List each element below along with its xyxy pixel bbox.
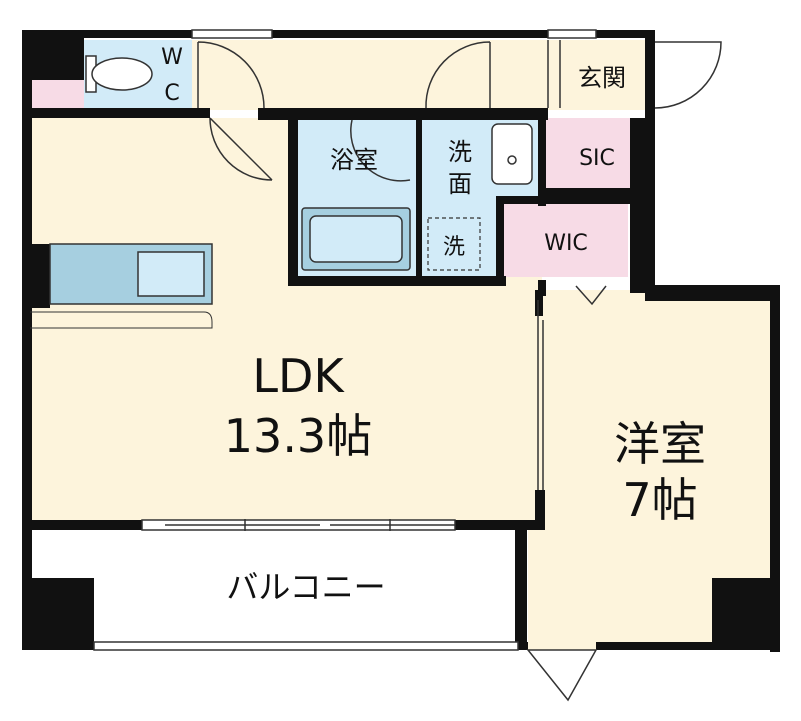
- top-window: [191, 29, 273, 39]
- sic-label: SIC: [579, 146, 615, 171]
- wc-door: [197, 41, 265, 109]
- fixtures: [30, 55, 533, 329]
- doors: [197, 40, 722, 702]
- entrance-window: [547, 29, 597, 39]
- western-name-label: 洋室: [614, 417, 706, 471]
- bath-door: [350, 119, 411, 182]
- windows: [93, 29, 597, 651]
- corridor-door: [425, 41, 491, 109]
- wc-label-c: C: [164, 81, 179, 106]
- kitchen-counter: [30, 243, 213, 329]
- ldk-size-label: 13.3帖: [224, 409, 372, 463]
- western-exit-door: [526, 649, 598, 702]
- wc-label-w: W: [161, 45, 183, 70]
- washer-space: [427, 217, 481, 271]
- balcony-rail: [93, 641, 519, 651]
- wc-storage-floor: [30, 80, 84, 110]
- floor-fills: [30, 40, 773, 650]
- washroom-label-1: 洗: [448, 138, 472, 166]
- western-door: [575, 285, 607, 306]
- western-size-label: 7帖: [622, 473, 697, 527]
- washer-label: 洗: [443, 235, 465, 260]
- walls: [22, 30, 780, 652]
- wic-label: WIC: [544, 231, 588, 256]
- balcony-floor: [30, 530, 518, 648]
- labels: W C 玄関 浴室 洗 面 洗 SIC WIC LDK 13.3帖 洋室 7帖 …: [161, 45, 706, 606]
- ldk-door: [209, 117, 273, 181]
- ldk-name-label: LDK: [252, 349, 345, 403]
- corridor-floor: [192, 40, 654, 110]
- front-door: [654, 41, 722, 109]
- entrance-label: 玄関: [578, 64, 626, 92]
- washbasin-icon: [491, 123, 533, 185]
- toilet-icon: [85, 55, 153, 93]
- balcony-label: バルコニー: [226, 568, 385, 606]
- wic-floor: [503, 203, 628, 277]
- bathtub-icon: [301, 207, 411, 271]
- washroom-label-2: 面: [448, 170, 472, 198]
- bath-label: 浴室: [330, 146, 378, 174]
